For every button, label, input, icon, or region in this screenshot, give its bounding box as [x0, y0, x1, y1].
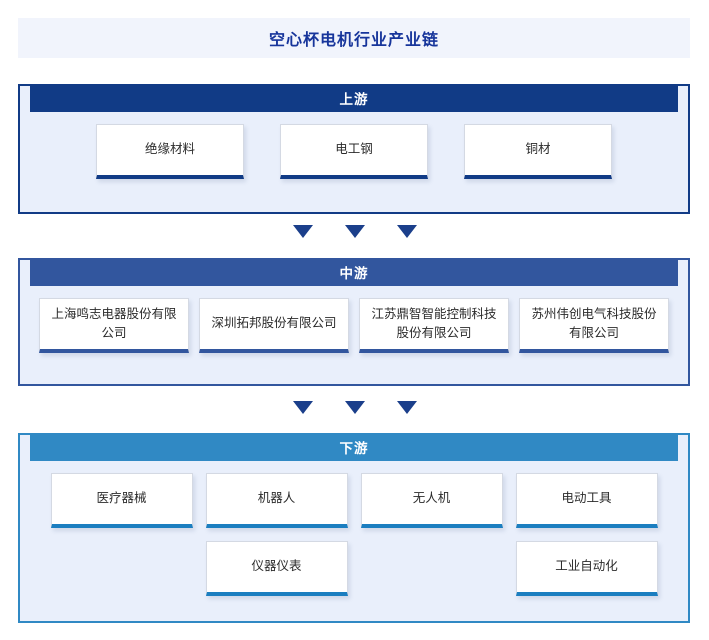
card-slot: 工业自动化 [509, 541, 664, 596]
card-slot: 电工钢 [262, 124, 446, 179]
chain-node-label: 电动工具 [561, 491, 612, 506]
chain-node-insulating-material[interactable]: 绝缘材料 [96, 124, 244, 179]
chain-node-label: 电工钢 [335, 142, 373, 157]
chain-node-label: 仪器仪表 [251, 559, 302, 574]
chain-node-jiangsu-dingzhi[interactable]: 江苏鼎智智能控制科技股份有限公司 [359, 298, 509, 353]
card-slot: 无人机 [354, 473, 509, 528]
chain-node-label: 工业自动化 [555, 559, 618, 574]
triangle-down-icon [344, 401, 365, 414]
chain-node-power-tools[interactable]: 电动工具 [515, 473, 658, 528]
chain-node-label: 机器人 [257, 491, 296, 506]
chain-node-label: 江苏鼎智智能控制科技股份有限公司 [371, 306, 497, 340]
section-upstream: 上游 绝缘材料 电工钢 铜材 [18, 84, 690, 214]
chain-node-shenzhen-topband[interactable]: 深圳拓邦股份有限公司 [199, 298, 349, 353]
card-slot: 绝缘材料 [78, 124, 262, 179]
section-header-label-midstream: 中游 [339, 266, 369, 281]
card-slot: 深圳拓邦股份有限公司 [194, 298, 354, 353]
section-midstream: 中游 上海鸣志电器股份有限公司 深圳拓邦股份有限公司 [18, 258, 690, 386]
section-header-label-downstream: 下游 [339, 441, 369, 456]
section-header-upstream: 上游 [30, 84, 678, 112]
page-title: 空心杯电机行业产业链 [268, 32, 439, 49]
chain-node-label: 无人机 [412, 491, 451, 506]
triangle-down-icon [396, 225, 417, 238]
chain-node-drones[interactable]: 无人机 [360, 473, 503, 528]
section-body-downstream: 医疗器械 机器人 无人机 电 [20, 461, 688, 621]
chain-node-robots[interactable]: 机器人 [205, 473, 348, 528]
card-slot: 机器人 [199, 473, 354, 528]
section-downstream: 下游 医疗器械 机器人 无人机 [18, 433, 690, 623]
chain-node-medical-devices[interactable]: 医疗器械 [50, 473, 193, 528]
card-row: 仪器仪表 工业自动化 [30, 541, 678, 596]
card-row: 绝缘材料 电工钢 铜材 [30, 124, 678, 179]
card-slot: 江苏鼎智智能控制科技股份有限公司 [354, 298, 514, 353]
arrow-separator-lower [0, 401, 709, 414]
section-body-upstream: 绝缘材料 电工钢 铜材 [20, 112, 688, 212]
chain-node-label: 绝缘材料 [144, 142, 195, 157]
section-header-downstream: 下游 [30, 433, 678, 461]
chain-node-label: 上海鸣志电器股份有限公司 [51, 306, 177, 340]
triangle-down-icon [292, 225, 313, 238]
chain-node-label: 苏州伟创电气科技股份有限公司 [531, 306, 657, 340]
triangle-down-icon [292, 401, 313, 414]
card-slot: 医疗器械 [44, 473, 199, 528]
card-slot: 上海鸣志电器股份有限公司 [34, 298, 194, 353]
section-body-midstream: 上海鸣志电器股份有限公司 深圳拓邦股份有限公司 江苏鼎智智能控制科技股份有限公司 [20, 286, 688, 384]
chain-node-label: 深圳拓邦股份有限公司 [211, 316, 337, 331]
card-slot: 苏州伟创电气科技股份有限公司 [514, 298, 674, 353]
chain-node-instruments[interactable]: 仪器仪表 [205, 541, 348, 596]
section-header-label-upstream: 上游 [339, 92, 369, 107]
chain-node-suzhou-veichi[interactable]: 苏州伟创电气科技股份有限公司 [519, 298, 669, 353]
chain-node-label: 医疗器械 [96, 491, 147, 506]
chain-node-electrical-steel[interactable]: 电工钢 [280, 124, 428, 179]
triangle-down-icon [396, 401, 417, 414]
card-slot: 铜材 [446, 124, 630, 179]
card-row: 上海鸣志电器股份有限公司 深圳拓邦股份有限公司 江苏鼎智智能控制科技股份有限公司 [30, 298, 678, 353]
chain-node-industrial-automation[interactable]: 工业自动化 [515, 541, 658, 596]
chain-node-copper[interactable]: 铜材 [464, 124, 612, 179]
card-row: 医疗器械 机器人 无人机 电 [30, 473, 678, 528]
triangle-down-icon [344, 225, 365, 238]
arrow-separator-upper [0, 225, 709, 238]
chain-node-label: 铜材 [525, 142, 551, 157]
chain-node-shanghai-moons[interactable]: 上海鸣志电器股份有限公司 [39, 298, 189, 353]
card-slot: 电动工具 [509, 473, 664, 528]
card-slot: 仪器仪表 [199, 541, 354, 596]
page-title-bar: 空心杯电机行业产业链 [18, 18, 690, 58]
section-header-midstream: 中游 [30, 258, 678, 286]
